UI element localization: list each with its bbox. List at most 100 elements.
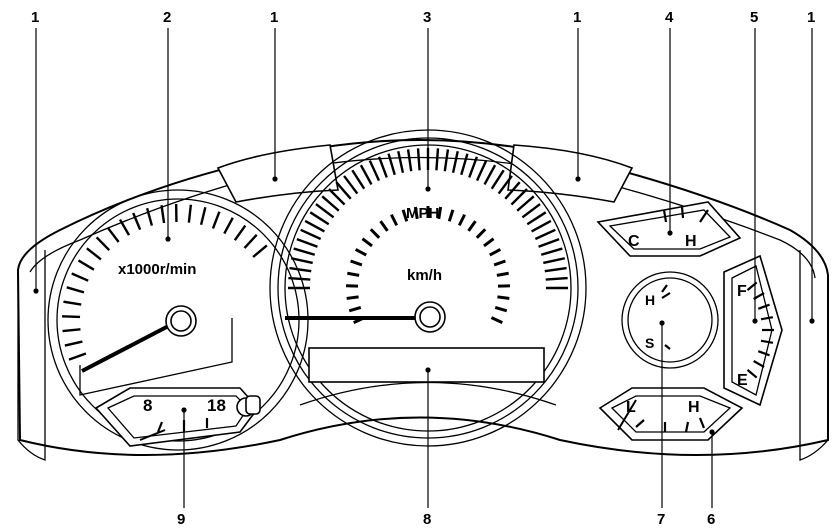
tach-tick-3	[62, 315, 81, 319]
temp-gauge-tick-2	[680, 206, 685, 219]
round-gauge-tick-2	[661, 292, 671, 299]
tach-tick-14	[160, 205, 166, 224]
speedometer-kmh-ticks	[345, 206, 511, 325]
kmh-tick-22	[496, 271, 509, 277]
tach-tick-4	[63, 300, 82, 306]
tachometer-unit-label: x1000r/min	[118, 261, 196, 278]
kmh-tick-17	[467, 220, 477, 232]
kmh-tick-26	[490, 316, 503, 325]
mph-tick-28	[475, 160, 488, 182]
speedometer-hub-inner	[419, 306, 441, 328]
fuel-tick-5	[760, 339, 774, 344]
round-gauge-tick-3	[664, 344, 671, 350]
top-left-panel	[216, 144, 339, 203]
callout-8: 8	[423, 511, 431, 528]
temp-gauge-high-label: H	[685, 233, 697, 250]
mph-tick-11	[328, 188, 346, 206]
oil-gauge-high-label: H	[688, 399, 700, 416]
tach-tick-9	[95, 236, 111, 251]
mph-tick-1	[288, 276, 311, 281]
round-gauge-high-label: H	[645, 292, 655, 308]
reset-knob-stem-icon	[245, 395, 261, 415]
kmh-tick-9	[379, 220, 389, 232]
callout-9: 9	[177, 511, 185, 528]
mph-tick-5	[296, 237, 318, 248]
mph-tick-40	[540, 247, 563, 256]
fuel-gauge-full-label: F	[737, 283, 747, 300]
kmh-tick-19	[483, 237, 495, 248]
mph-tick-36	[526, 211, 547, 226]
fuel-tick-2	[757, 303, 770, 310]
left-bezel	[17, 250, 46, 461]
mph-tick-15	[359, 164, 373, 186]
callout-1-top-left: 1	[270, 9, 278, 26]
callout-2: 2	[163, 9, 171, 26]
mph-tick-14	[351, 169, 366, 190]
mph-tick-20	[406, 149, 413, 172]
kmh-tick-11	[401, 209, 409, 222]
kmh-tick-18	[475, 228, 487, 239]
mph-tick-3	[290, 257, 313, 265]
tach-tick-12	[132, 212, 142, 231]
callout-4: 4	[665, 9, 674, 26]
tach-tick-21	[243, 233, 258, 249]
temp-gauge-inner	[608, 209, 732, 250]
kmh-tick-16	[457, 213, 466, 227]
mph-tick-42	[544, 266, 567, 273]
kmh-tick-12	[413, 206, 419, 220]
kmh-tick-1	[348, 306, 362, 313]
temp-gauge-tick-1	[662, 209, 668, 223]
mph-tick-41	[543, 257, 566, 265]
mph-tick-38	[534, 228, 556, 241]
temp-gauge-low-label: C	[628, 233, 640, 250]
right-bezel	[799, 250, 829, 461]
kmh-tick-24	[497, 295, 510, 300]
tach-tick-20	[233, 224, 247, 241]
tach-tick-0	[68, 352, 87, 361]
tach-tick-17	[199, 206, 207, 226]
mph-tick-6	[300, 228, 322, 241]
temp-gauge-tick-3	[699, 209, 709, 223]
mph-tick-7	[304, 219, 326, 233]
speedometer-kmh-label: km/h	[407, 267, 442, 284]
mph-tick-8	[309, 211, 330, 226]
kmh-tick-25	[494, 306, 508, 313]
mph-tick-12	[335, 181, 352, 200]
cluster-housing-inner-top	[29, 156, 816, 279]
kmh-tick-8	[369, 228, 381, 239]
kmh-tick-6	[354, 248, 367, 257]
tach-tick-2	[62, 328, 81, 333]
voltmeter-tick-1	[156, 421, 164, 433]
tach-tick-11	[118, 218, 131, 236]
fuel-tick-6	[757, 350, 770, 357]
tach-tick-22	[252, 244, 268, 258]
tachometer-hub-inner	[170, 310, 192, 332]
cluster-housing-top	[16, 139, 829, 456]
mph-tick-9	[315, 203, 335, 219]
fuel-tick-3	[760, 316, 774, 321]
mph-tick-21	[416, 148, 421, 171]
mph-tick-35	[521, 203, 541, 219]
speedometer-mph-label: MPH	[406, 205, 439, 222]
callout-1-right: 1	[807, 9, 815, 26]
callout-leaders	[35, 28, 813, 508]
mph-tick-10	[321, 195, 340, 212]
tach-tick-10	[106, 226, 120, 243]
mph-tick-37	[530, 219, 552, 233]
kmh-tick-15	[447, 209, 455, 222]
callout-1-top-right: 1	[573, 9, 581, 26]
callout-5: 5	[750, 9, 758, 26]
fuel-gauge-frame	[723, 254, 783, 407]
mph-tick-29	[483, 164, 497, 186]
mph-tick-19	[397, 150, 405, 173]
mph-tick-24	[443, 149, 450, 172]
top-right-panel	[507, 144, 634, 203]
oil-gauge-inner	[610, 395, 732, 433]
mph-tick-18	[387, 153, 396, 176]
oil-gauge-tick-1	[635, 419, 645, 428]
mph-tick-4	[293, 247, 316, 256]
mph-tick-23	[435, 148, 440, 171]
mph-tick-39	[538, 237, 560, 248]
